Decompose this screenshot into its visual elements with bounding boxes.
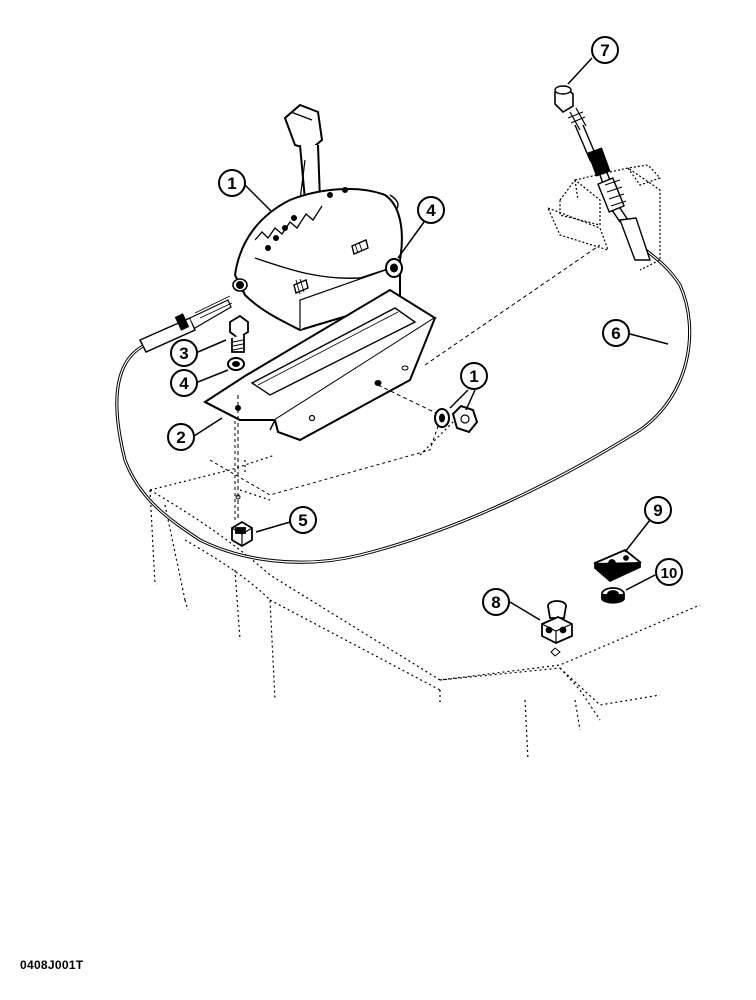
mounting-bracket <box>203 288 437 442</box>
svg-text:3: 3 <box>179 344 188 363</box>
callout-4a: 4 <box>417 196 445 224</box>
push-pull-cable <box>115 243 692 564</box>
svg-text:7: 7 <box>600 41 609 60</box>
callout-2: 2 <box>167 423 195 451</box>
callout-8: 8 <box>482 588 510 616</box>
svg-text:4: 4 <box>179 374 189 393</box>
washer-upper <box>385 258 403 278</box>
svg-text:4: 4 <box>426 201 436 220</box>
bolt <box>229 314 249 353</box>
washer-lower <box>227 357 245 371</box>
cage-nut <box>231 494 253 548</box>
figure-reference-code: 0408J001T <box>20 958 84 972</box>
cable-end-cap <box>554 84 574 114</box>
console-outline <box>149 409 701 761</box>
bracket-footprint <box>209 415 441 520</box>
svg-text:8: 8 <box>491 593 500 612</box>
nut-and-washer <box>434 404 479 434</box>
callout-3: 3 <box>170 339 198 367</box>
cable-upper-end <box>546 107 662 271</box>
callout-9: 9 <box>644 496 672 524</box>
callout-4b: 4 <box>170 369 198 397</box>
assembly-axis-lines <box>237 244 601 631</box>
cable-clamp-block <box>541 600 573 657</box>
callout-6: 6 <box>602 319 630 347</box>
svg-text:10: 10 <box>661 565 678 582</box>
callout-1b: 1 <box>460 362 488 390</box>
spacer-washer <box>601 587 625 604</box>
svg-text:6: 6 <box>611 324 620 343</box>
shift-lever-assembly <box>232 103 403 332</box>
svg-text:1: 1 <box>227 174 236 193</box>
svg-text:5: 5 <box>298 511 307 530</box>
callout-5: 5 <box>289 506 317 534</box>
callout-1a: 1 <box>218 169 246 197</box>
svg-text:1: 1 <box>469 367 478 386</box>
retaining-plate <box>593 548 642 583</box>
callout-10: 10 <box>655 558 683 586</box>
callout-7: 7 <box>591 36 619 64</box>
svg-text:9: 9 <box>653 501 662 520</box>
svg-text:2: 2 <box>176 428 185 447</box>
leader-lines <box>193 57 669 621</box>
